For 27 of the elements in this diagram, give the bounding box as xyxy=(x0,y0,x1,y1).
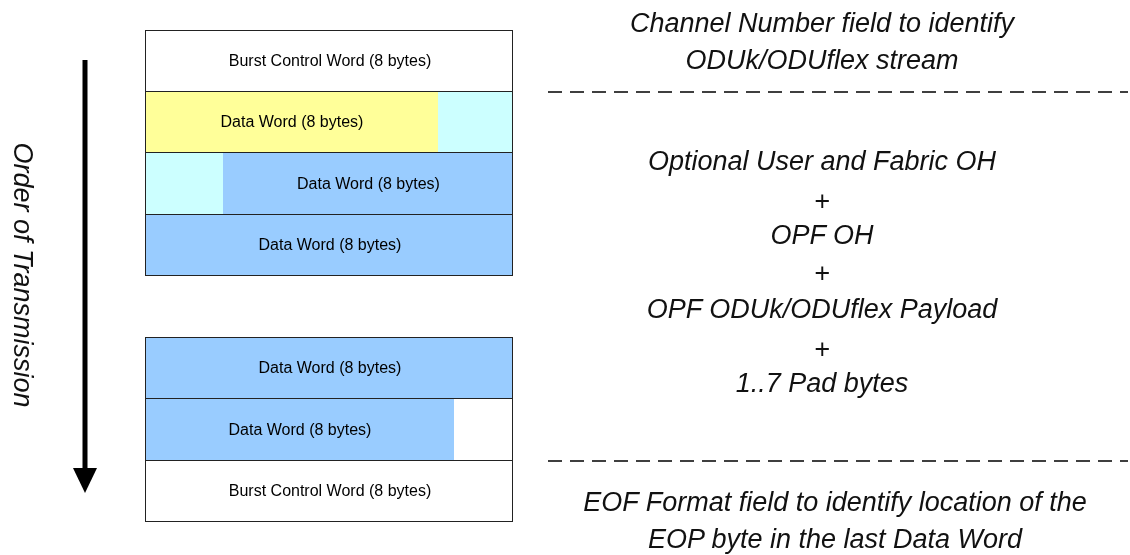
description-text: 1..7 Pad bytes xyxy=(735,368,909,399)
row-label: Burst Control Word (8 bytes) xyxy=(228,52,432,70)
word-row xyxy=(145,337,513,399)
word-row xyxy=(145,30,513,92)
word-row xyxy=(145,152,513,215)
row-label: Data Word (8 bytes) xyxy=(258,236,402,254)
plus-sign: + xyxy=(814,258,830,289)
description-text: Optional User and Fabric OH xyxy=(647,146,997,177)
shaded-segment xyxy=(454,399,512,460)
plus-sign: + xyxy=(814,186,830,217)
description-text: OPF ODUk/ODUflex Payload xyxy=(646,294,998,325)
row-label: Data Word (8 bytes) xyxy=(258,359,402,377)
description-text: EOF Format field to identify location of the EOP byte in the last Data Word xyxy=(582,486,1088,555)
description-text: OPF OH xyxy=(770,220,874,251)
description-text: Channel Number field to identify ODUk/ODUflex stream xyxy=(628,7,1016,77)
shaded-segment xyxy=(438,92,512,152)
word-row xyxy=(145,91,513,153)
shaded-segment xyxy=(146,153,223,214)
word-row xyxy=(145,214,513,276)
row-label: Data Word (8 bytes) xyxy=(228,420,372,439)
row-label: Data Word (8 bytes) xyxy=(220,113,364,131)
plus-sign: + xyxy=(814,334,830,365)
word-row xyxy=(145,398,513,461)
word-row xyxy=(145,460,513,522)
row-label: Burst Control Word (8 bytes) xyxy=(228,482,432,500)
axis-label: Order of Transmission xyxy=(6,142,38,408)
row-label: Data Word (8 bytes) xyxy=(297,174,440,193)
